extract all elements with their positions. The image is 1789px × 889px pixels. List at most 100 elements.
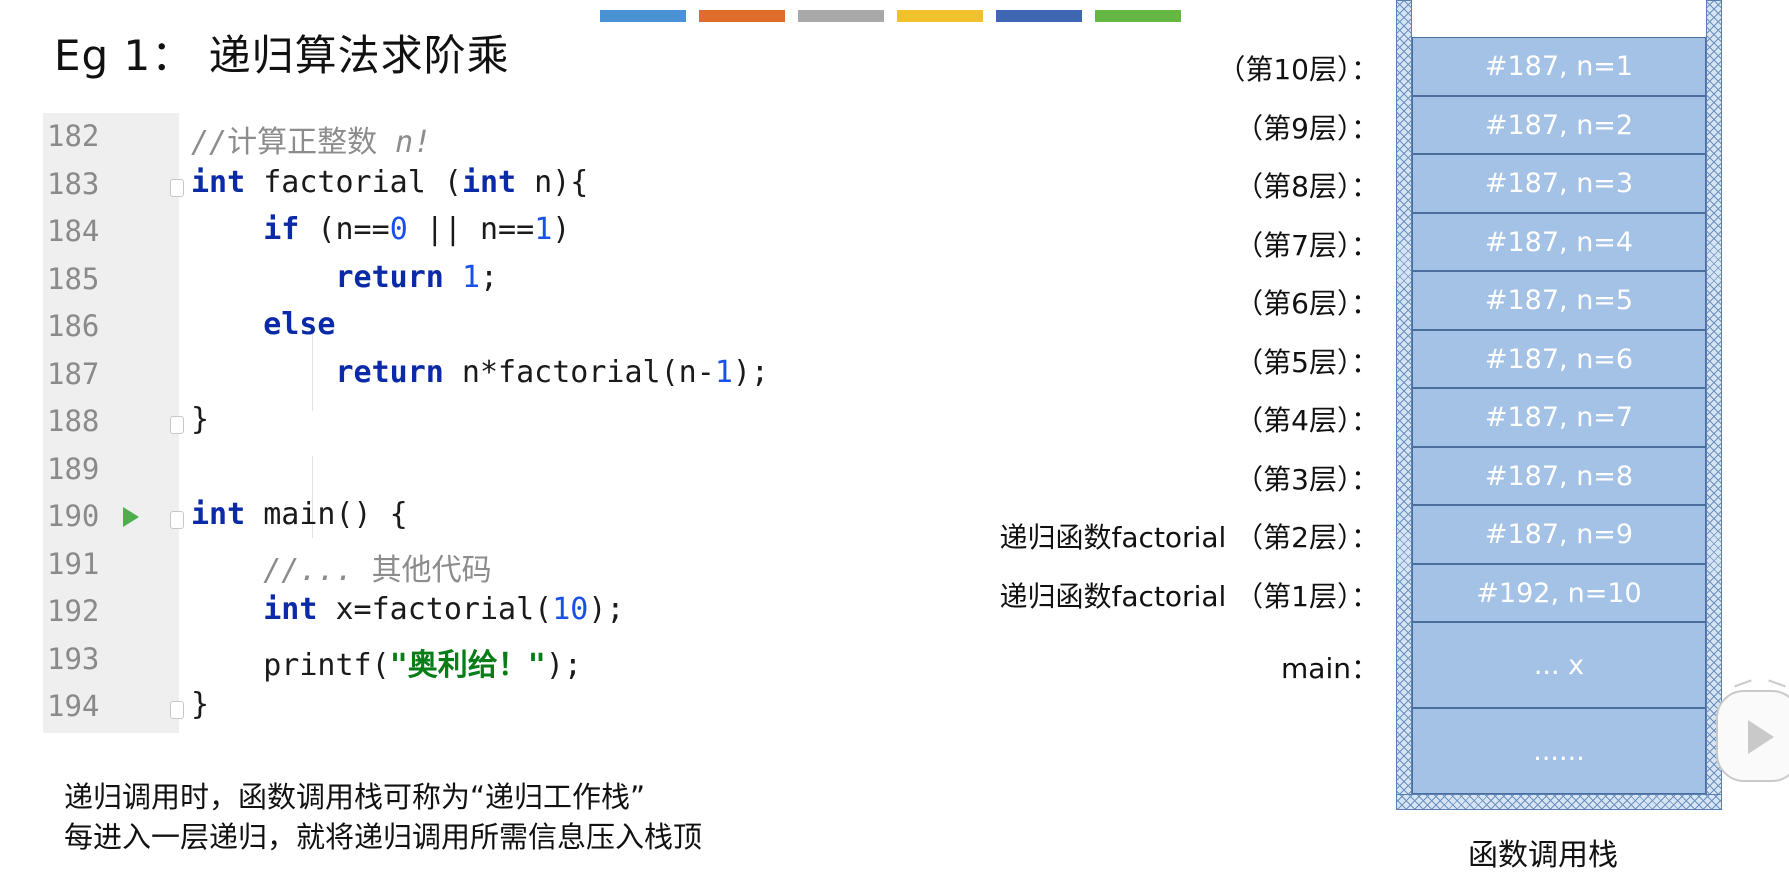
code-text: //计算正整数 n! [191,125,432,160]
line-number: 188 [47,404,100,438]
code-line[interactable]: 191 //... 其他代码 [43,541,883,588]
line-number: 194 [47,689,100,723]
fold-icon[interactable] [170,178,184,197]
line-number: 187 [47,356,100,391]
stack-frame-value: #187, n=2 [1484,109,1634,141]
code-text: } [191,687,210,722]
line-number: 191 [47,546,100,581]
code-line[interactable]: 188} [43,398,883,442]
play-button-ear-left [1734,679,1756,699]
stack-frame-label: 递归函数factorial （第2层）： [999,521,1379,555]
code-line[interactable]: 193 printf("奥利给！"); [43,636,883,683]
code-text: if (n==0 || n==1) [263,212,571,247]
line-number: 186 [47,309,100,343]
stack-frame: #192, n=10 [1412,563,1706,622]
code-line[interactable]: 183 int factorial (int n){ [43,161,883,205]
stack-frame-label: （第8层）： [1235,170,1379,204]
stack-frame: #187, n=7 [1412,388,1706,447]
line-number: 183 [47,166,100,201]
code-text: int x=factorial(10); [263,592,625,627]
indent-guide [312,329,313,411]
code-line[interactable]: 194} [43,683,883,727]
stack-frame: #187, n=2 [1412,95,1706,154]
stack-frame: #187, n=3 [1412,154,1706,213]
code-text: return n*factorial(n-1); [335,354,770,390]
stack-frame-label: 递归函数factorial （第1层）： [999,579,1379,613]
stack-frame-label: （第6层）： [1235,287,1379,321]
stack-frame-label: （第5层）： [1235,345,1379,379]
code-text: return 1; [335,259,499,295]
code-line[interactable]: 187 return n*factorial(n-1); [43,351,883,395]
stack-frame-value: #187, n=3 [1484,168,1634,199]
caption-line-1: 递归调用时，函数调用栈可称为“递归工作栈” [64,780,646,814]
code-text: int main() { [191,497,408,532]
code-text: int factorial (int n){ [191,164,589,200]
line-number: 184 [47,214,100,248]
run-icon[interactable] [123,507,139,527]
color-bar [1095,10,1181,22]
stack-frame-label: （第9层）： [1235,111,1379,145]
line-number: 189 [47,451,100,486]
code-line[interactable]: 182 //计算正整数 n! [43,113,883,160]
stack-frame: #187, n=9 [1412,505,1706,564]
fold-icon[interactable] [170,511,184,529]
stack-frame-value: #187, n=8 [1484,460,1634,492]
stack-frame-value: #187, n=1 [1484,51,1634,82]
slide-title: Eg 1： 递归算法求阶乘 [54,31,510,80]
line-number: 185 [47,261,100,296]
color-bar [699,10,785,22]
caption-line-2: 每进入一层递归，就将递归调用所需信息压入栈顶 [64,820,703,854]
stack-frame: #187, n=1 [1412,37,1706,96]
code-line[interactable]: 186 else [43,303,883,347]
stack-frame: #187, n=8 [1412,446,1706,505]
code-line[interactable]: 189 [43,446,883,490]
line-number: 182 [47,119,100,153]
code-text: } [191,402,210,437]
code-text: else [263,307,336,342]
call-stack: #187, n=1 #187, n=2 #187, n=3 #187, n=4 #187… [1396,0,1722,810]
stack-frame-label: （第10层）： [1217,53,1379,87]
color-bar [897,10,983,22]
color-bar [798,10,884,22]
stack-frame-label: （第7层）： [1235,228,1379,262]
stack-frame-value: #187, n=6 [1484,343,1634,375]
stack-frame-label: （第3层）： [1235,462,1379,496]
color-bar [600,10,686,22]
code-line[interactable]: 184 if (n==0 || n==1) [43,208,883,252]
fold-icon[interactable] [170,416,184,434]
code-text: printf("奥利给！"); [191,647,582,683]
indent-guide [312,456,313,538]
stack-frame-value: #192, n=10 [1476,577,1642,609]
stack-frame: #187, n=6 [1412,329,1706,388]
code-line[interactable]: 185 return 1; [43,256,883,300]
code-text: //... 其他代码 [263,552,492,588]
play-icon [1748,720,1774,754]
stack-frame-value: #187, n=5 [1484,285,1634,316]
stack-frame-label: main： [1281,652,1379,685]
code-line[interactable]: 192 int x=factorial(10); [43,588,883,632]
line-number: 192 [47,594,100,628]
stack-frame-value: #187, n=7 [1484,402,1634,433]
stack-frame: #187, n=5 [1412,271,1706,330]
line-number: 193 [47,641,100,676]
line-number: 190 [47,499,100,533]
fold-icon[interactable] [170,701,184,719]
stack-frame-value: ...... [1533,736,1585,767]
stack-right-wall [1706,0,1722,810]
stack-frame-value: ... x [1533,650,1585,681]
stack-floor [1396,794,1722,810]
stack-frame-value: #187, n=9 [1484,519,1634,550]
stack-left-wall [1396,0,1412,810]
stack-caption: 函数调用栈 [1468,838,1618,873]
color-bar [996,10,1082,22]
play-button[interactable] [1716,679,1789,782]
code-line[interactable]: 190 int main() { [43,493,883,537]
stack-frame: ...... [1412,708,1706,794]
stack-frame-value: #187, n=4 [1484,226,1634,258]
stack-frame: ... x [1412,622,1706,708]
stack-frame: #187, n=4 [1412,212,1706,271]
play-button-ear-right [1764,679,1786,699]
line-number-gutter [43,113,179,733]
